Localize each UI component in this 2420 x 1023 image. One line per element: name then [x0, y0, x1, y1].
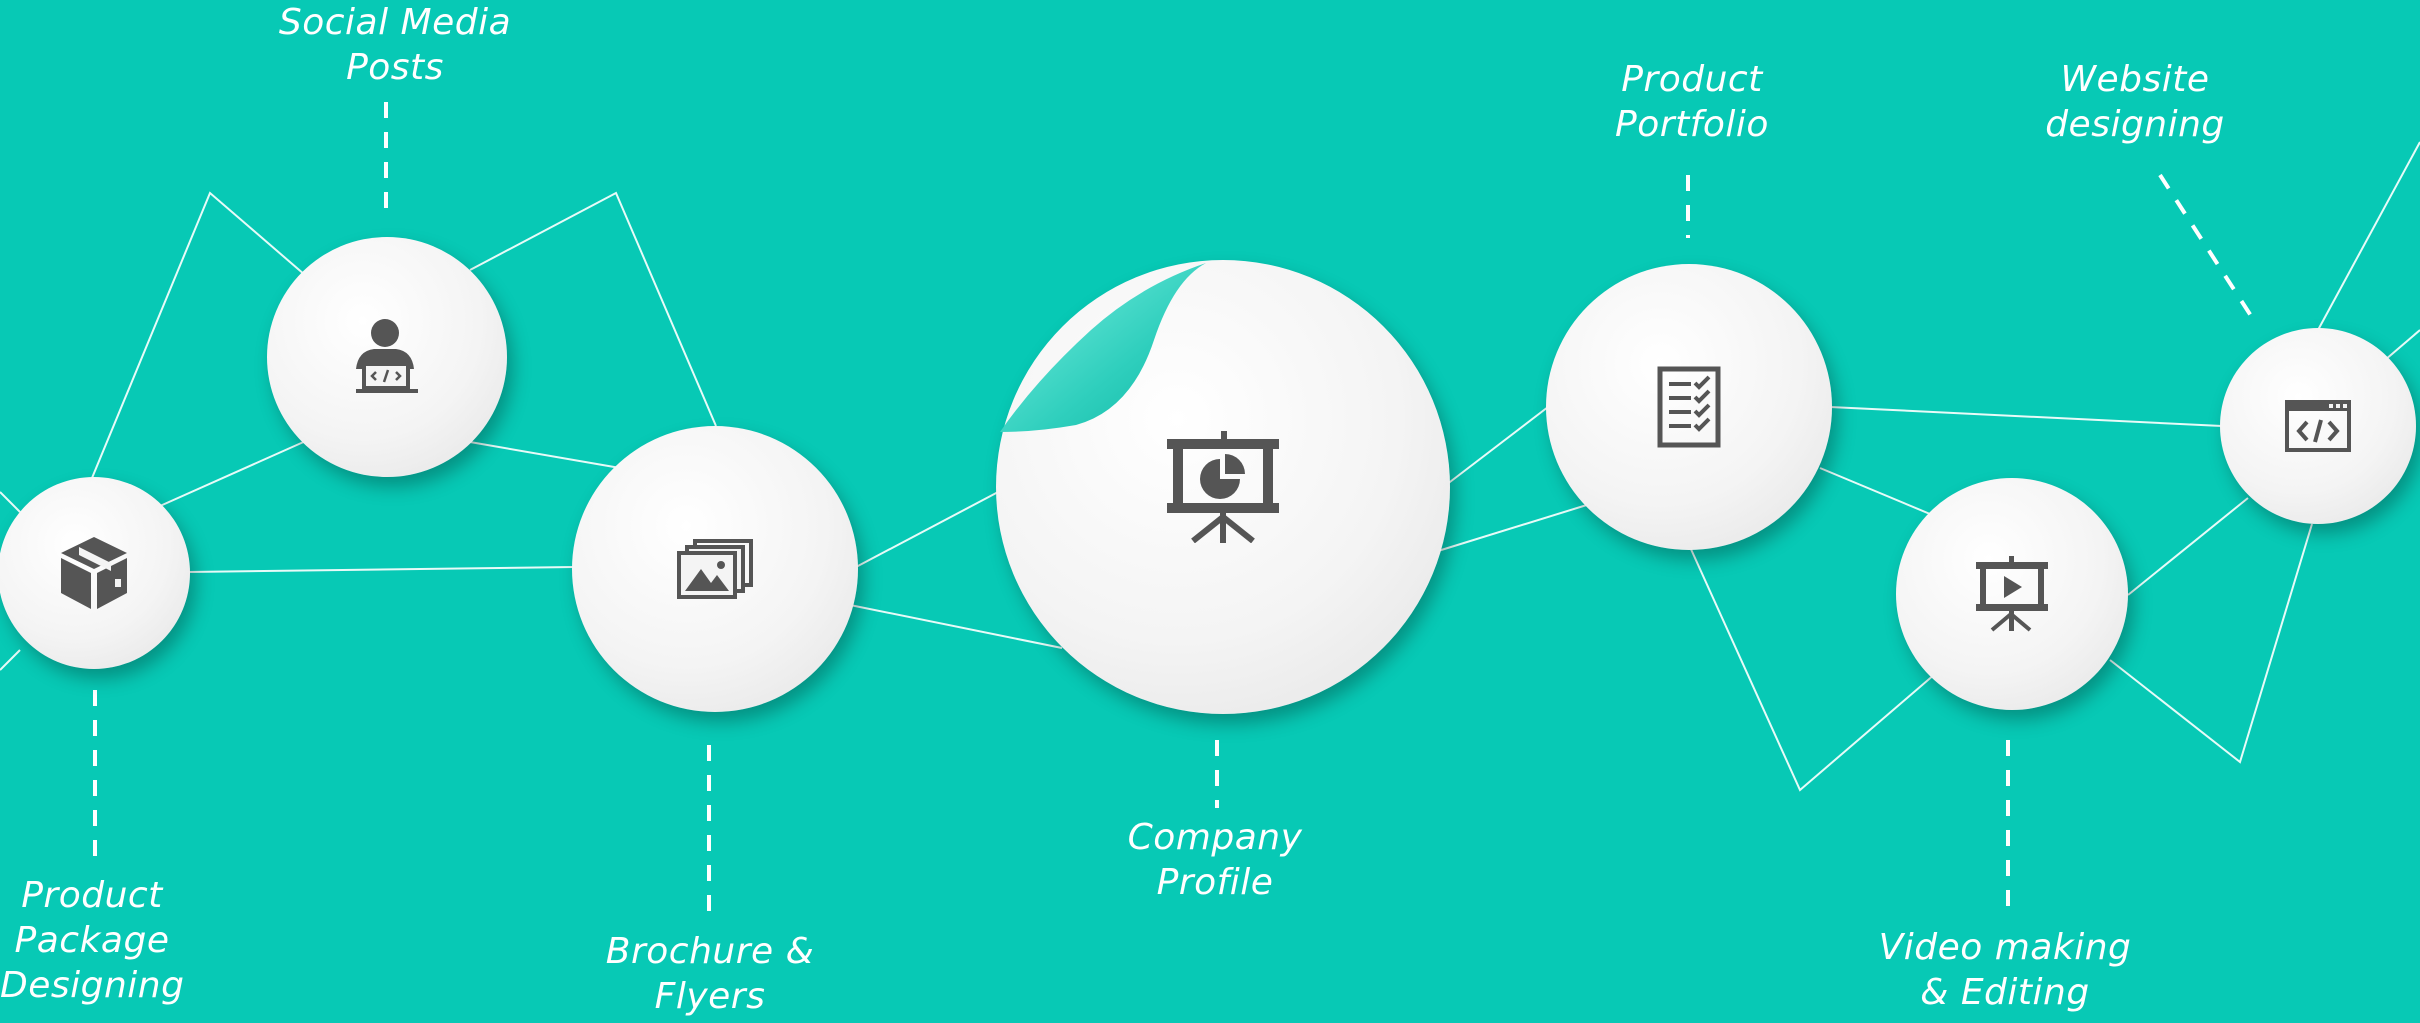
- label-product-package: Product Package Designing: [0, 875, 185, 1006]
- node-product-package[interactable]: [0, 477, 190, 669]
- label-video-editing: Video making & Editing: [1878, 927, 2132, 1013]
- node-video-editing[interactable]: [1896, 478, 2128, 710]
- node-website-designing[interactable]: [2220, 328, 2416, 524]
- leader-website: [2158, 173, 2257, 324]
- code-window-icon: [2285, 400, 2351, 452]
- images-icon: [677, 539, 753, 599]
- node-company-profile[interactable]: [996, 260, 1450, 714]
- box-icon: [61, 537, 127, 609]
- node-product-portfolio[interactable]: [1546, 264, 1832, 550]
- checklist-icon: [1657, 366, 1721, 448]
- developer-laptop-icon: [356, 319, 418, 393]
- presentation-pie-chart-icon: [1167, 431, 1279, 543]
- label-company-profile: Company Profile: [1127, 817, 1303, 903]
- presentation-play-icon: [1976, 556, 2048, 632]
- label-product-portfolio: Product Portfolio: [1615, 59, 1769, 145]
- label-social-media: Social Media Posts: [278, 2, 512, 88]
- label-brochure-flyers: Brochure & Flyers: [605, 931, 815, 1017]
- node-social-media[interactable]: [267, 237, 507, 477]
- label-website-designing: Website designing: [2045, 59, 2225, 145]
- node-brochure-flyers[interactable]: [572, 426, 858, 712]
